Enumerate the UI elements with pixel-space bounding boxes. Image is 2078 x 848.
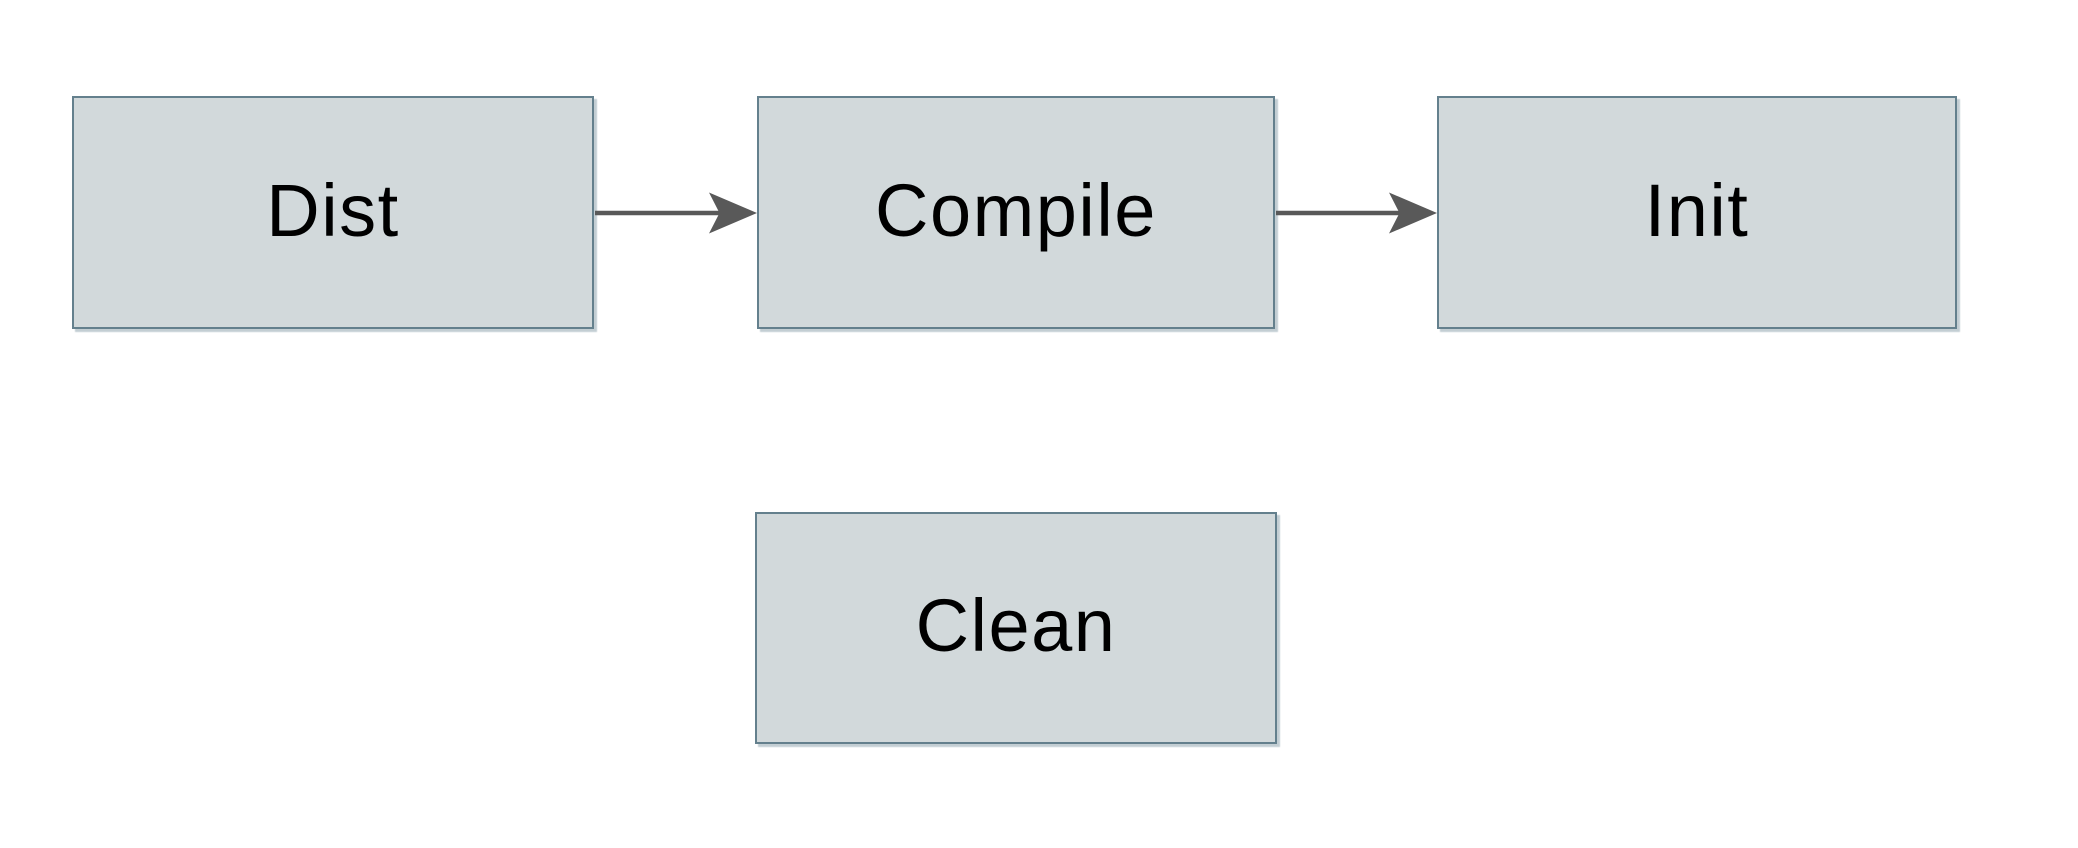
node-compile-label: Compile xyxy=(875,168,1157,252)
node-clean-label: Clean xyxy=(915,584,1117,667)
node-dist: Dist xyxy=(72,96,594,329)
node-clean: Clean xyxy=(755,512,1277,744)
arrow-dist-to-compile xyxy=(595,192,757,234)
node-dist-label: Dist xyxy=(266,168,400,252)
arrow-compile-to-init xyxy=(1276,192,1437,234)
node-init-label: Init xyxy=(1644,168,1750,252)
node-compile: Compile xyxy=(757,96,1275,329)
node-init: Init xyxy=(1437,96,1957,329)
